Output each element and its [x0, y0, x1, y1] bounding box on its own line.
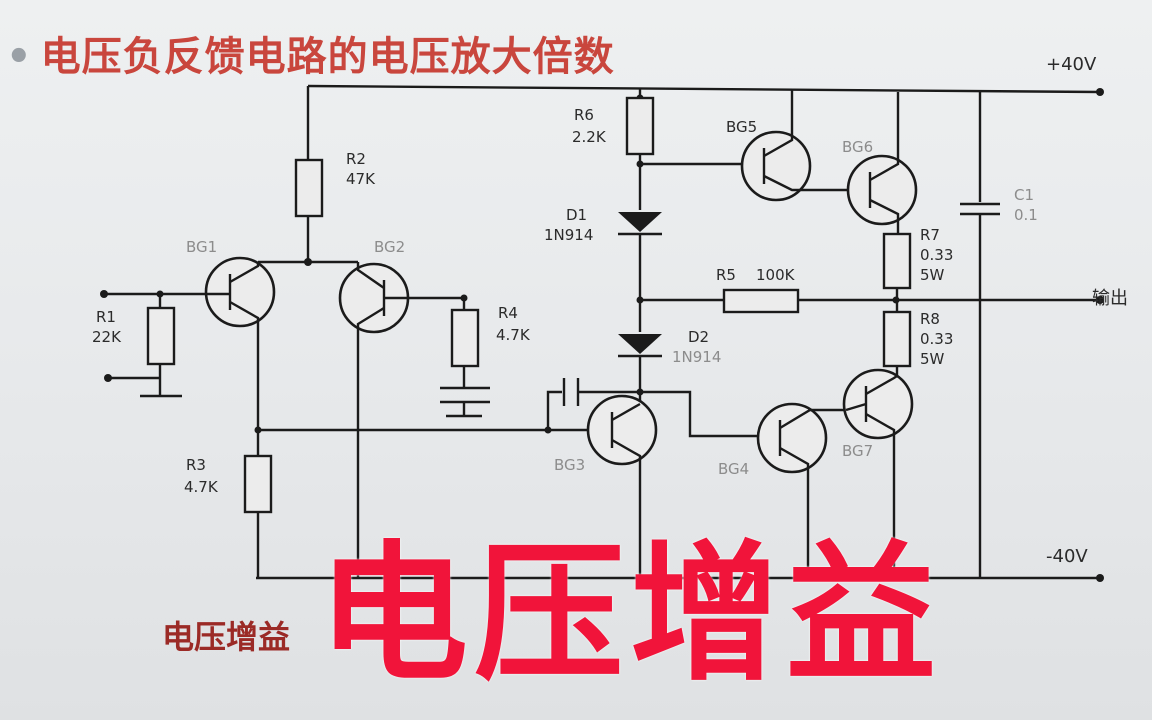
label-r5-value: 100K — [756, 266, 796, 284]
bullet-dot: • — [6, 34, 33, 80]
input-gnd-terminal — [104, 374, 112, 382]
label-c1-name: C1 — [1014, 186, 1034, 204]
rail-pos-terminal — [1096, 88, 1104, 96]
transistor-bg4 — [756, 402, 828, 474]
rail-neg-terminal — [1096, 574, 1104, 582]
resistor-r3 — [243, 454, 273, 514]
label-bg3: BG3 — [554, 456, 585, 474]
label-output: 输出 — [1092, 288, 1128, 309]
voltage-gain-overlay: 电压增益 — [318, 528, 943, 702]
title-text: 电压负反馈电路的电压放大倍数 — [40, 34, 615, 80]
label-d1-name: D1 — [566, 206, 587, 224]
label-r2-name: R2 — [346, 150, 366, 168]
label-r7-value: 0.33 — [920, 246, 953, 264]
label-neg-supply: -40V — [1046, 546, 1088, 567]
label-r6-name: R6 — [574, 106, 594, 124]
bg1-emitter — [229, 300, 260, 430]
rail-positive — [307, 84, 1101, 94]
resistor-r1 — [146, 306, 176, 366]
voltage-gain-caption: 电压增益 — [162, 618, 291, 656]
label-bg1: BG1 — [186, 238, 217, 256]
bg3-emitter — [611, 438, 642, 578]
diode-d1 — [618, 212, 662, 232]
node-tail — [304, 258, 312, 266]
label-r1-value: 22K — [92, 328, 122, 346]
label-d1-part: 1N914 — [544, 226, 593, 244]
bg6-collector — [869, 92, 900, 182]
bg5-emitter — [763, 174, 852, 192]
label-r7-power: 5W — [920, 266, 945, 284]
bg4-emitter — [779, 446, 810, 578]
bg2-collector — [356, 306, 385, 578]
label-r4-name: R4 — [498, 304, 518, 322]
bg7-base — [845, 402, 867, 412]
resistor-r6 — [625, 96, 655, 156]
label-d2-name: D2 — [688, 328, 709, 346]
label-r2-value: 47K — [346, 170, 376, 188]
input-terminal — [100, 290, 108, 298]
transistor-bg6 — [846, 154, 918, 226]
label-r1-name: R1 — [96, 308, 116, 326]
label-c1-value: 0.1 — [1014, 206, 1038, 224]
page-title: •电压负反馈电路的电压放大倍数 — [6, 24, 615, 82]
label-bg7: BG7 — [842, 442, 873, 460]
transistor-bg1 — [204, 256, 276, 328]
resistor-r8 — [882, 310, 912, 368]
label-r8-power: 5W — [920, 350, 945, 368]
label-d2-part: 1N914 — [672, 348, 721, 366]
bg7-collector — [865, 375, 898, 396]
label-r3-value: 4.7K — [184, 478, 219, 496]
resistor-r2 — [294, 158, 324, 218]
bg6-emitter — [869, 198, 900, 234]
wire-bg4-base — [640, 390, 760, 438]
label-r5-name: R5 — [716, 266, 736, 284]
label-r6-value: 2.2K — [572, 128, 607, 146]
diode-d2 — [618, 334, 662, 354]
label-bg6: BG6 — [842, 138, 873, 156]
transistor-bg3 — [586, 394, 658, 466]
label-bg5: BG5 — [726, 118, 757, 136]
output-terminal — [1096, 296, 1104, 304]
bg2-emitter — [356, 262, 385, 289]
wire-comp-cap — [546, 390, 562, 430]
label-r8-name: R8 — [920, 310, 940, 328]
label-pos-supply: +40V — [1046, 54, 1097, 75]
bg7-emitter — [865, 412, 896, 578]
label-bg2: BG2 — [374, 238, 405, 256]
bg5-collector — [763, 90, 794, 158]
bg4-collector — [779, 408, 846, 430]
node-bg2-base — [460, 294, 468, 302]
label-r4-value: 4.7K — [496, 326, 531, 344]
resistor-r5 — [722, 288, 800, 314]
resistor-r7 — [882, 232, 912, 290]
label-r7-name: R7 — [920, 226, 940, 244]
resistor-r4 — [450, 308, 480, 368]
transistor-bg5 — [740, 130, 812, 202]
label-bg4: BG4 — [718, 460, 749, 478]
bg3-collector — [611, 402, 641, 422]
label-r8-value: 0.33 — [920, 330, 953, 348]
label-r3-name: R3 — [186, 456, 206, 474]
bg1-leads — [229, 262, 260, 284]
transistor-bg7 — [842, 368, 914, 440]
